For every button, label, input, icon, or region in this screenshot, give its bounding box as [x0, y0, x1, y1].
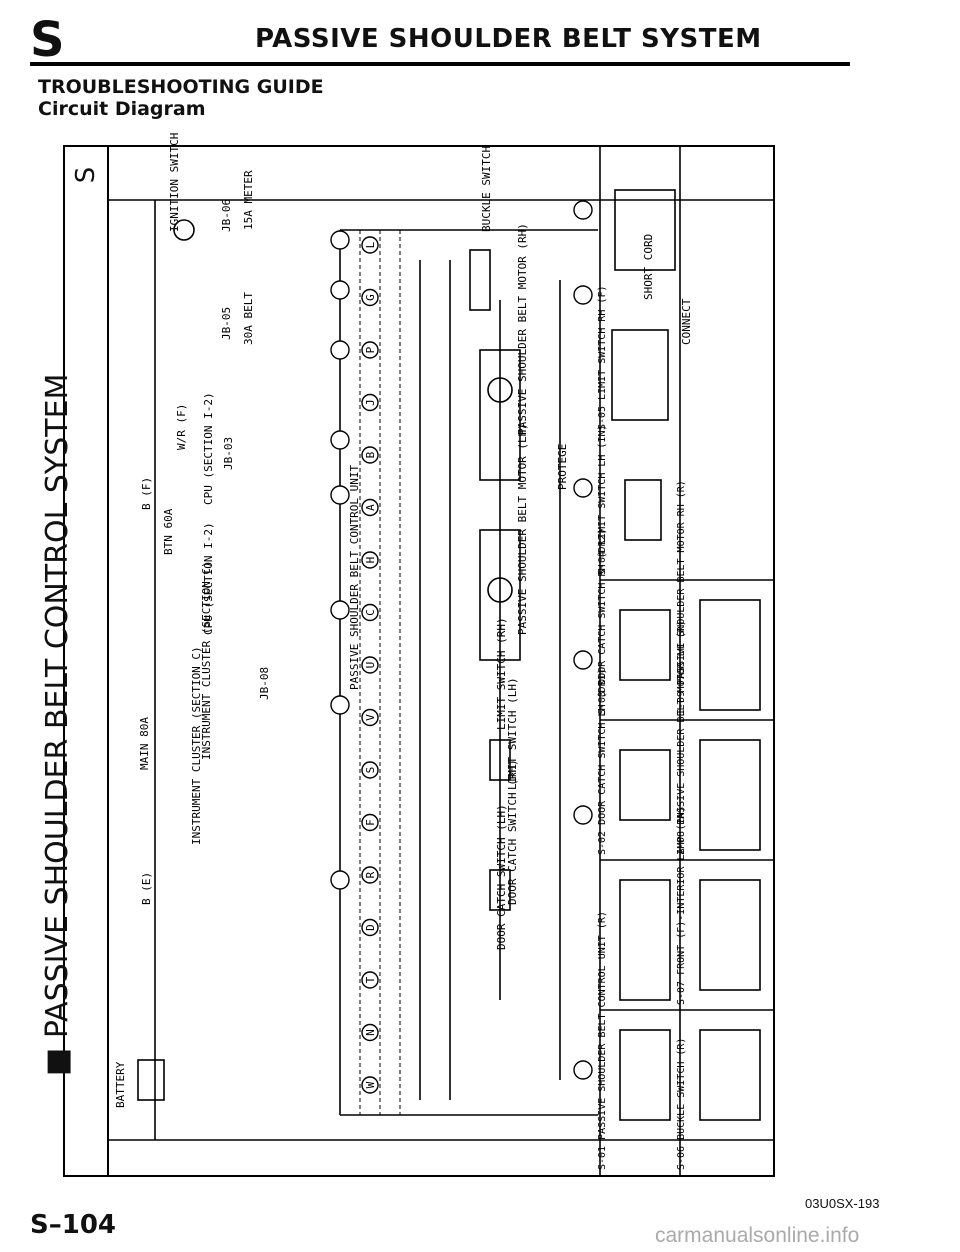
pin-circle [361, 918, 379, 937]
label-btn-fuse: BTN 60A [162, 508, 175, 555]
label-instrument-cluster-2: INSTRUMENT CLUSTER (SECTION C) [190, 646, 203, 845]
label-control-unit: PASSIVE SHOULDER BELT CONTROL UNIT [348, 464, 361, 690]
pin-circle [361, 971, 379, 989]
header-rule [30, 62, 850, 66]
section-letter: S [30, 12, 65, 68]
diagram-sidebar-rule [107, 145, 109, 1177]
pin-label: A [364, 504, 377, 511]
pin-circle [361, 761, 379, 779]
pin-label: D [364, 924, 377, 931]
pin-circle [361, 393, 379, 412]
label-cpu-1: CPU (SECTION I-2) [202, 392, 215, 505]
label-cpu-2: CPU (SECTION I-2) [202, 522, 215, 635]
label-belt-fuse: 30A BELT [242, 292, 255, 345]
label-jb08: JB-08 [258, 667, 271, 700]
label-limit-switch-lh: LIMIT SWITCH (LH) [506, 677, 519, 790]
connector-i08-label: I-08 PASSIVE SHOULDER BELT MOTOR LH (R) [676, 620, 687, 855]
pin-circle [361, 656, 379, 674]
pin-circle [361, 1076, 379, 1094]
pin-circle [361, 708, 379, 727]
label-door-switch-lh: DOOR CATCH SWITCH (LH) [495, 804, 508, 950]
watermark: carmanualsonline.info [655, 1224, 860, 1247]
connector-s07-label: S-07 FRONT (F)-INTERIOR LAMP (IN) [676, 806, 687, 1005]
label-door-switch-rh: DOOR CATCH SWITCH (RH) [506, 759, 519, 905]
label-motor-lh: PASSIVE SHOULDER BELT MOTOR (LH) [516, 423, 529, 635]
label-motor-rh: PASSIVE SHOULDER BELT MOTOR (RH) [516, 223, 529, 435]
pin-label: H [364, 557, 377, 564]
label-connect: CONNECT [680, 298, 693, 345]
document-code: 03U0SX-193 [805, 1196, 880, 1211]
pin-circle [361, 866, 379, 884]
pin-circle [361, 341, 379, 359]
connector-s01-label: S-01 PASSIVE SHOULDER BELT CONTROL UNIT … [597, 911, 608, 1170]
page-title: PASSIVE SHOULDER BELT SYSTEM [255, 24, 762, 54]
section-subtitle: Circuit Diagram [38, 98, 206, 120]
pin-circle [361, 288, 379, 307]
connector-i09-label: I-09 PASSIVE SHOULDER BELT MOTOR RH (R) [676, 480, 687, 715]
pin-circle [361, 498, 379, 517]
pin-circle [361, 236, 379, 254]
connector-s05-label: S-05 LIMIT SWITCH RH (F) [597, 286, 608, 431]
section-title: TROUBLESHOOTING GUIDE [38, 76, 324, 98]
label-instrument-cluster-1: INSTRUMENT CLUSTER (SECTION C) [200, 561, 213, 760]
label-wire-b-f: B (F) [140, 477, 153, 510]
pin-label: U [364, 662, 377, 669]
pin-label: P [364, 346, 377, 353]
label-main-fuse: MAIN 80A [138, 717, 151, 770]
label-wire-w-r: W/R (F) [175, 404, 188, 450]
label-ignition-switch: IGNITION SWITCH [168, 133, 181, 232]
label-wire-b-e: B (E) [140, 872, 153, 905]
pin-label: F [364, 819, 377, 826]
pin-label: G [364, 294, 377, 301]
pin-label: S [364, 767, 377, 774]
label-short-cord: SHORT CORD [642, 234, 655, 300]
label-limit-switch-rh: LIMIT SWITCH (RH) [495, 617, 508, 730]
page-number: S–104 [30, 1210, 116, 1240]
label-jb06: JB-06 [220, 199, 233, 232]
connector-s03-label: S-03 DOOR CATCH SWITCH RH (DR2) [597, 528, 608, 715]
pin-label: T [364, 976, 377, 983]
circuit-diagram-frame [63, 145, 775, 1177]
connector-s06-label: S-06 BUCKLE SWITCH (R) [676, 1038, 687, 1170]
pin-label: L [364, 241, 377, 248]
pin-label: V [364, 714, 377, 721]
label-jb05: JB-05 [220, 307, 233, 340]
label-jb03: JB-03 [222, 437, 235, 470]
pin-label: J [364, 399, 377, 406]
pin-circle [361, 446, 379, 464]
label-battery: BATTERY [114, 1061, 127, 1108]
pin-label: R [364, 871, 377, 878]
pin-circle [361, 551, 379, 569]
label-meter-fuse: 15A METER [242, 170, 255, 230]
pin-label: C [364, 609, 377, 616]
pin-circle [361, 1023, 379, 1042]
connector-s02-label: S-02 DOOR CATCH SWITCH LH (DR1) [597, 668, 608, 855]
label-protege: PROTEGE [556, 444, 569, 490]
pin-circle [361, 603, 379, 622]
connector-s04-label: S-04 LIMIT SWITCH LH (IN) [597, 424, 608, 575]
pin-label: B [364, 451, 377, 458]
label-buckle-switch: BUCKLE SWITCH [480, 146, 493, 232]
pin-circle [361, 813, 379, 832]
pin-label: W [364, 1081, 377, 1088]
pin-label: N [364, 1029, 377, 1036]
